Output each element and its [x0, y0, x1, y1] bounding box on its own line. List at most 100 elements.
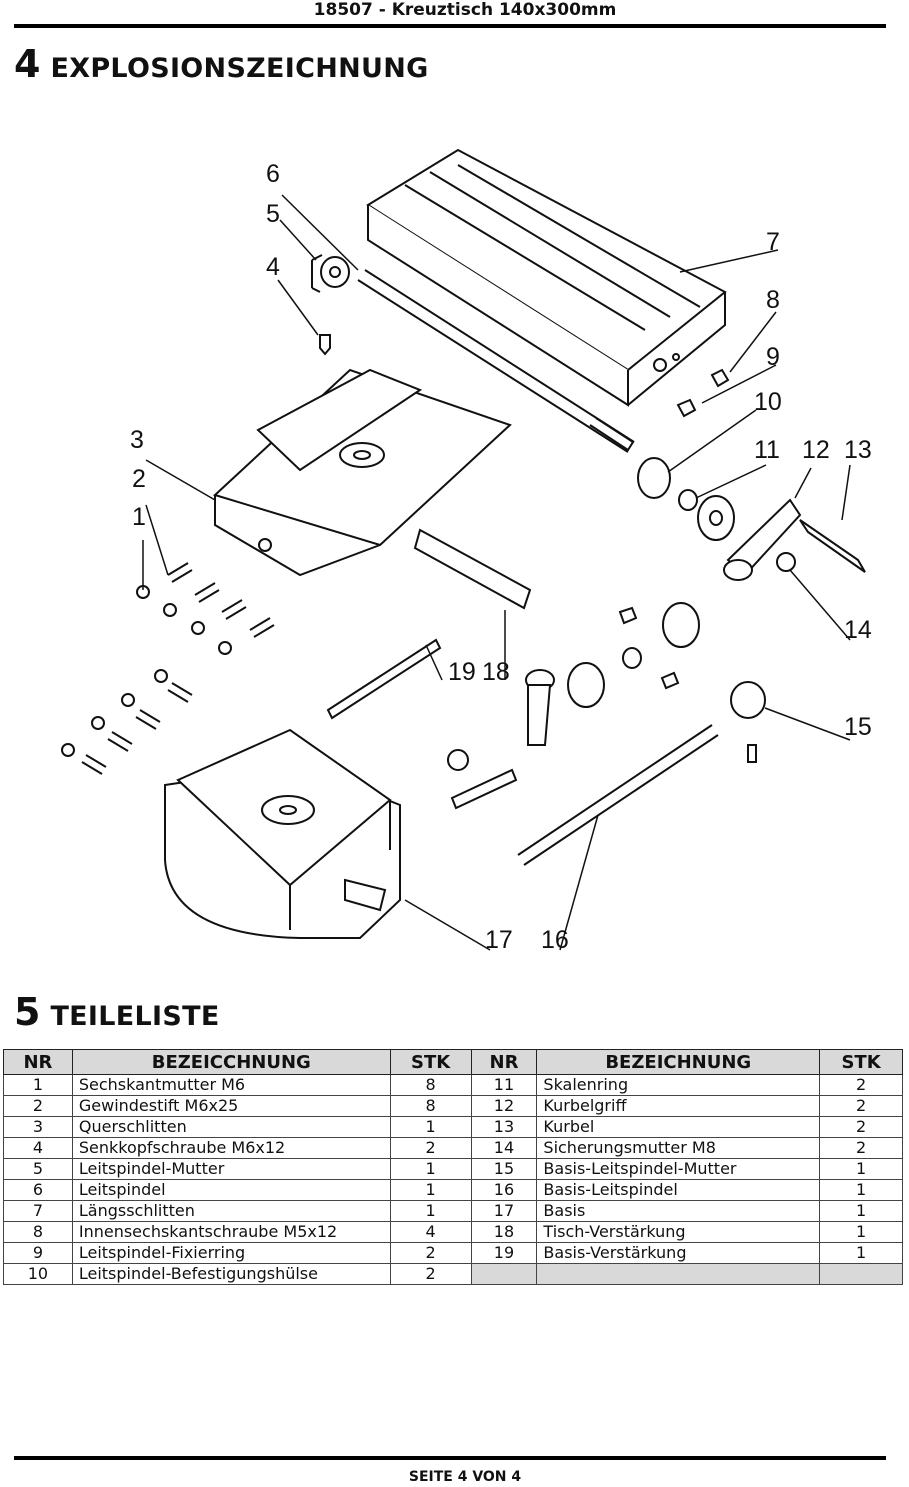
- part-nr: 5: [3, 1158, 73, 1180]
- fixing-ring-part: [637, 457, 671, 499]
- callout-19: 19: [448, 658, 476, 686]
- socket-screw-part: [660, 671, 680, 690]
- lock-nut-part: [447, 749, 469, 771]
- part-nr: 18: [470, 1221, 538, 1243]
- table-header-row: NR BEZEICCHNUNG STK NR BEZEICHNUNG STK: [3, 1049, 903, 1075]
- part-name: Leitspindel-Mutter: [71, 1158, 391, 1180]
- countersunk-screw-part: [747, 744, 757, 763]
- callout-13: 13: [844, 436, 872, 464]
- callout-15: 15: [844, 713, 872, 741]
- callout-7: 7: [766, 228, 780, 256]
- callout-6: 6: [266, 160, 280, 188]
- header-rule: [14, 24, 886, 28]
- part-qty: 2: [819, 1116, 903, 1138]
- section-title: EXPLOSIONSZEICHNUNG: [50, 53, 429, 84]
- part-name: Leitspindel: [71, 1179, 391, 1201]
- longitudinal-slide-part: [366, 148, 727, 407]
- scale-ring-part: [567, 662, 605, 708]
- part-qty: 8: [389, 1074, 472, 1096]
- part-nr: 4: [3, 1137, 73, 1159]
- part-qty: 1: [819, 1179, 903, 1201]
- column-header-description: BEZEICHNUNG: [536, 1049, 821, 1075]
- part-name: Leitspindel-Fixierring: [71, 1242, 391, 1264]
- mounting-sleeve-part: [678, 489, 698, 511]
- part-qty: 1: [389, 1116, 472, 1138]
- parts-table: NR BEZEICCHNUNG STK NR BEZEICHNUNG STK 1…: [3, 1049, 903, 1285]
- column-header-nr: NR: [3, 1049, 73, 1075]
- base-part: [164, 728, 401, 939]
- part-nr: 14: [470, 1137, 538, 1159]
- callout-11: 11: [754, 436, 780, 464]
- part-name: Basis-Leitspindel: [536, 1179, 821, 1201]
- part-nr: 19: [470, 1242, 538, 1264]
- callout-1: 1: [132, 503, 146, 531]
- scale-ring-part: [697, 495, 735, 541]
- grub-screws-and-nuts: [61, 562, 275, 775]
- callout-18: 18: [482, 658, 510, 686]
- part-qty: [819, 1263, 903, 1285]
- callout-3: 3: [130, 426, 144, 454]
- part-name: Kurbelgriff: [536, 1095, 821, 1117]
- column-header-description: BEZEICCHNUNG: [71, 1049, 391, 1075]
- column-header-qty: STK: [819, 1049, 903, 1075]
- callout-17: 17: [485, 926, 513, 954]
- part-qty: 1: [389, 1200, 472, 1222]
- part-nr: 1: [3, 1074, 73, 1096]
- crank-part: [723, 498, 866, 581]
- socket-screw-part: [618, 606, 638, 625]
- leader-lines: [142, 194, 851, 951]
- crank-part: [450, 669, 555, 810]
- drawing-callouts: 6 5 4 7 8 9 10 11 12 13 3 2 1 14 19 18 1…: [130, 160, 872, 954]
- part-qty: 1: [819, 1221, 903, 1243]
- part-qty: 1: [819, 1242, 903, 1264]
- part-nr: 11: [470, 1074, 538, 1096]
- page-number: SEITE 4 VON 4: [408, 1469, 522, 1485]
- part-name: [536, 1263, 821, 1285]
- countersunk-screw-part: [319, 334, 331, 356]
- cross-slide-part: [213, 368, 512, 577]
- callout-12: 12: [802, 436, 830, 464]
- column-header-nr: NR: [470, 1049, 538, 1075]
- callout-8: 8: [766, 286, 780, 314]
- part-name: Innensechskantschraube M5x12: [71, 1221, 391, 1243]
- section-number: 4: [14, 42, 41, 86]
- table-reinforcement-part: [413, 528, 532, 610]
- part-qty: 2: [819, 1074, 903, 1096]
- part-name: Gewindestift M6x25: [71, 1095, 391, 1117]
- part-qty: 2: [819, 1095, 903, 1117]
- callout-10: 10: [754, 388, 782, 416]
- part-qty: 2: [389, 1137, 472, 1159]
- part-qty: 4: [389, 1221, 472, 1243]
- part-qty: 2: [819, 1137, 903, 1159]
- part-name: Basis: [536, 1200, 821, 1222]
- part-qty: 2: [389, 1242, 472, 1264]
- part-qty: 8: [389, 1095, 472, 1117]
- part-nr: 17: [470, 1200, 538, 1222]
- part-qty: 1: [389, 1179, 472, 1201]
- fixing-ring-part: [662, 602, 700, 648]
- part-nr: 6: [3, 1179, 73, 1201]
- base-lead-screw-part: [517, 724, 719, 866]
- part-qty: 1: [819, 1158, 903, 1180]
- footer-rule: [14, 1456, 886, 1460]
- part-nr: 9: [3, 1242, 73, 1264]
- callout-2: 2: [132, 465, 146, 493]
- part-name: Sicherungsmutter M8: [536, 1137, 821, 1159]
- part-nr: 12: [470, 1095, 538, 1117]
- exploded-view-drawing: 6 5 4 7 8 9 10 11 12 13 3 2 1 14 19 18 1…: [61, 148, 872, 954]
- part-name: Leitspindel-Befestigungshülse: [71, 1263, 391, 1285]
- lead-screw-nut-part: [311, 254, 350, 293]
- base-lead-screw-nut-part: [730, 681, 766, 719]
- part-name: Basis-Leitspindel-Mutter: [536, 1158, 821, 1180]
- part-name: Kurbel: [536, 1116, 821, 1138]
- part-nr: 13: [470, 1116, 538, 1138]
